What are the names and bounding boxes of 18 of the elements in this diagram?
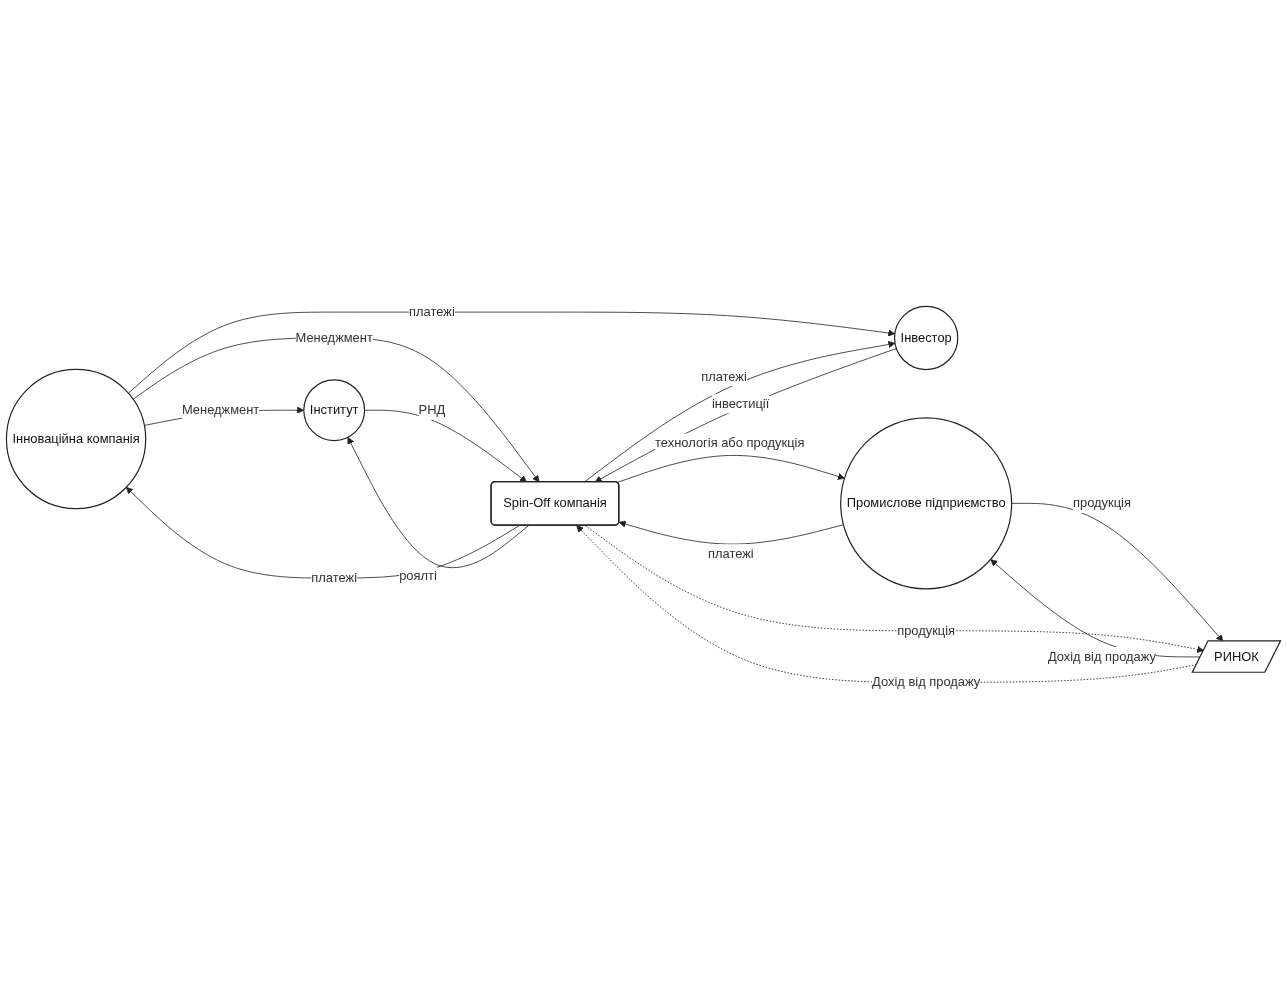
edge-label: роялті <box>399 568 437 583</box>
edge-label: платежі <box>701 369 747 383</box>
edge-label: інвестиції <box>712 396 770 411</box>
edge-label: Менеджмент <box>295 330 373 345</box>
edge-label: Дохід від продажу <box>872 674 981 689</box>
edge-label: РНД <box>418 402 446 417</box>
node-circle: Промислове підприємство <box>840 417 1013 590</box>
node-circle: Інноваційна компанія <box>5 368 147 510</box>
edge-label: платежі <box>708 546 754 561</box>
edge-label: технологія або продукція <box>655 435 805 450</box>
edge-label: платежі <box>409 304 455 319</box>
node-circle: Інвестор <box>893 305 959 370</box>
edge-label: продукція <box>897 623 956 637</box>
edge-label: продукція <box>1073 495 1131 510</box>
edge-label: Менеджмент <box>181 402 260 417</box>
edge-label: платежі <box>311 570 358 585</box>
node-circle: Інститут <box>303 379 366 441</box>
edge-label: Дохід від продажу <box>1047 649 1157 663</box>
